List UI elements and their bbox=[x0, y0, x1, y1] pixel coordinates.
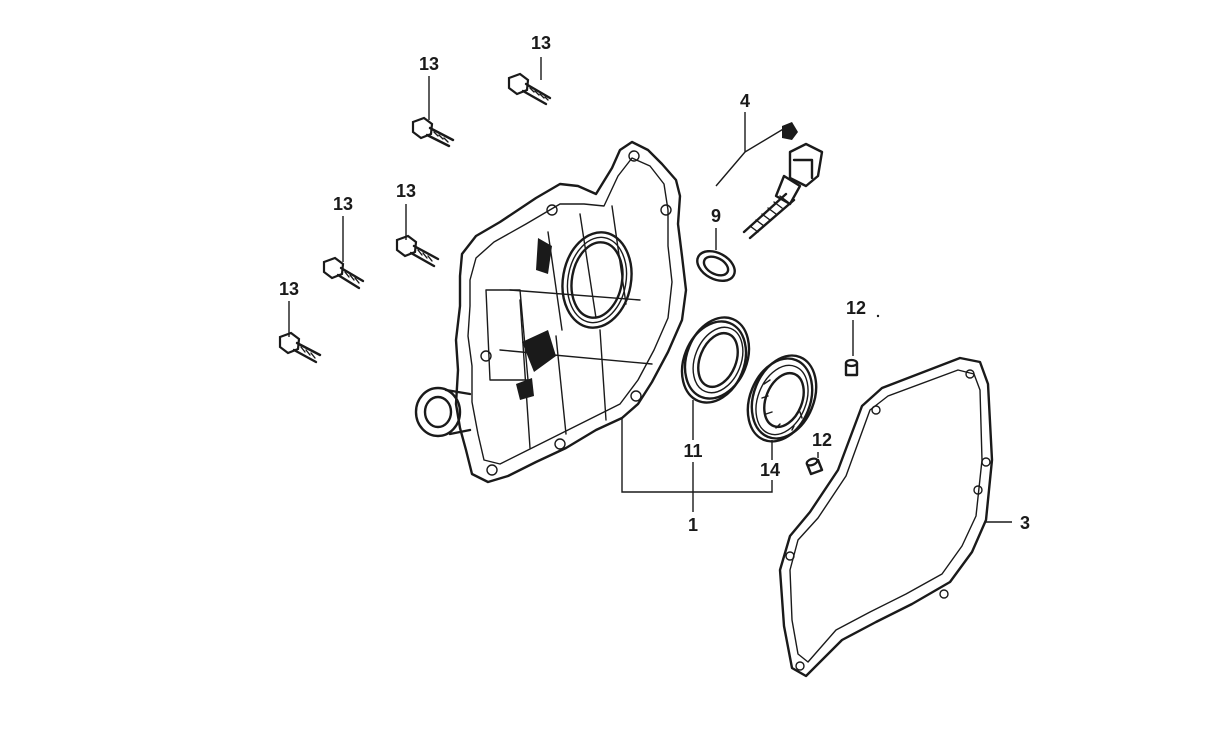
callout-gasket: 3 bbox=[1020, 513, 1030, 533]
callout-oil-seal: 11 bbox=[683, 441, 702, 461]
callout-pin: 12 bbox=[846, 298, 866, 318]
callout-bolt: 13 bbox=[396, 181, 416, 201]
callout-bolt: 13 bbox=[531, 33, 551, 53]
callout-oil-gauge: 4 bbox=[740, 91, 750, 111]
o-ring bbox=[696, 249, 736, 283]
bolt-bottom-left bbox=[278, 331, 322, 364]
callout-bolt: 13 bbox=[333, 194, 353, 214]
bearing bbox=[746, 354, 818, 443]
callout-pin: 12 bbox=[812, 430, 832, 450]
callout-bearing: 14 bbox=[760, 460, 780, 480]
oil-seal bbox=[680, 316, 751, 404]
callout-bolt: 13 bbox=[419, 54, 439, 74]
gasket bbox=[778, 356, 994, 678]
dowel-pin-bottom bbox=[805, 457, 824, 476]
callout-case-cover: 1 bbox=[688, 515, 698, 535]
callout-o-ring: 9 bbox=[711, 206, 721, 226]
bolt-middle-left bbox=[322, 256, 365, 290]
oil-level-gauge bbox=[742, 122, 824, 240]
bolt-top-right bbox=[507, 72, 552, 106]
crankcase-cover bbox=[414, 140, 688, 484]
dowel-pin-top bbox=[844, 358, 859, 377]
bolt-top-left bbox=[411, 116, 455, 148]
callout-bolt: 13 bbox=[279, 279, 299, 299]
speck bbox=[876, 314, 880, 318]
bolt-middle-right bbox=[395, 234, 440, 268]
